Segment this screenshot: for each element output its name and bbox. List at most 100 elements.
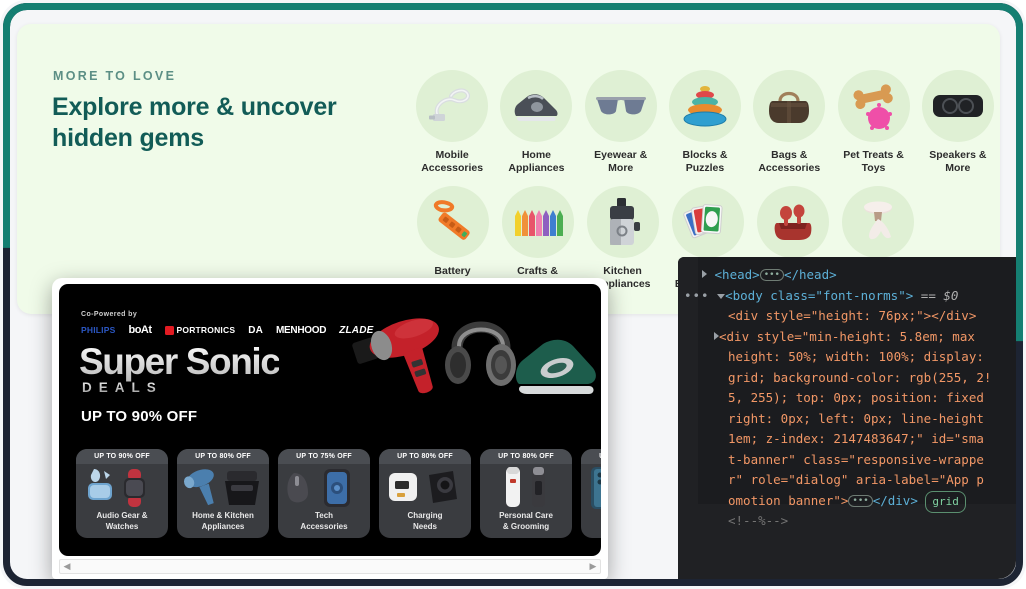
dom-line-wrap-6: 1em; z-index: 2147483647;" id="sma bbox=[678, 429, 1016, 450]
div-height-node: <div style="height: 76px;"></div> bbox=[728, 308, 977, 323]
app-promotion-banner-dialog[interactable]: Co-Powered by PHILIPS boAt PORTRONICS DA… bbox=[52, 278, 608, 579]
ellipsis-icon[interactable]: ••• bbox=[759, 269, 784, 281]
ellipsis-icon[interactable]: ••• bbox=[848, 494, 873, 507]
dom-line-wrap-7: t-banner" class="responsive-wrappe bbox=[678, 450, 1016, 471]
category-battery-extensions[interactable]: Battery Extensions bbox=[410, 186, 495, 290]
category-label: Mobile Accessories bbox=[421, 149, 484, 174]
brand-logo-menhood: MENHOOD bbox=[276, 324, 327, 336]
category-speakers-more[interactable]: Speakers & More bbox=[916, 70, 1000, 174]
deal-cards-carousel[interactable]: UP TO 90% OFF bbox=[76, 449, 601, 538]
deal-offer-badge: UP TO 80% OFF bbox=[480, 449, 572, 464]
deal-card[interactable]: UP TO 90% OFF bbox=[76, 449, 168, 538]
scroll-left-arrow-icon[interactable]: ◀ bbox=[63, 561, 71, 571]
page-surface: MORE TO LOVE Explore more & uncover hidd… bbox=[10, 10, 1016, 579]
handbag-icon bbox=[753, 70, 826, 142]
deal-label: Audio Gear & Watches bbox=[96, 511, 148, 531]
category-label: Bags & Accessories bbox=[758, 149, 821, 174]
category-blocks-puzzles[interactable]: Blocks & Puzzles bbox=[663, 70, 747, 174]
more-options-icon[interactable]: ••• bbox=[684, 287, 710, 303]
grid-badge[interactable]: grid bbox=[925, 490, 966, 513]
deal-card[interactable]: UP TO 80% OFF Charging Needs bbox=[379, 449, 471, 538]
juicer-icon bbox=[586, 186, 659, 258]
dom-line-wrap-3: grid; background-color: rgb(255, 2! bbox=[678, 368, 1016, 389]
div-banner-node-l3: grid; background-color: rgb(255, 2! bbox=[728, 369, 992, 385]
page-title: Explore more & uncover hidden gems bbox=[52, 93, 337, 152]
deal-offer-badge: UP TO 75% OFF bbox=[278, 449, 370, 464]
div-banner-node-l8: r" role="dialog" aria-label="App p bbox=[728, 472, 984, 487]
div-banner-node-l2: height: 50%; width: 100%; display: bbox=[728, 349, 984, 364]
section-eyebrow: MORE TO LOVE bbox=[53, 69, 177, 83]
brand-logo-portronics: PORTRONICS bbox=[164, 325, 236, 335]
devtools-elements-panel[interactable]: <head>•••</head> ••• <body class="font-n… bbox=[678, 257, 1016, 579]
hero-product-artwork bbox=[339, 296, 601, 416]
category-pet-treats-toys[interactable]: Pet Treats & Toys bbox=[831, 70, 915, 174]
crayons-icon bbox=[501, 186, 574, 258]
brand-logo-boat: boAt bbox=[128, 324, 152, 336]
deal-card[interactable]: UP TO 80% OFF bbox=[177, 449, 269, 538]
div-banner-node-l6: 1em; z-index: 2147483647;" id="sma bbox=[728, 431, 984, 446]
dom-line-body[interactable]: ••• <body class="font-norms"> == $0 bbox=[678, 286, 1016, 307]
div-banner-node-l1: <div style="min-height: 5.8em; max bbox=[719, 328, 975, 344]
deal-offer-badge: UP TO 80% OFF bbox=[177, 449, 269, 464]
devtools-gutter bbox=[678, 257, 698, 579]
sunglasses-icon bbox=[584, 70, 657, 142]
category-crafts-hobby[interactable]: Crafts & Hobby bbox=[495, 186, 580, 290]
deal-label: Charging Needs bbox=[407, 511, 443, 531]
clothes-iron-icon bbox=[500, 70, 573, 142]
power-strip-icon bbox=[416, 186, 489, 258]
co-powered-label: Co-Powered by bbox=[81, 311, 138, 318]
dom-line-head[interactable]: <head>•••</head> bbox=[678, 265, 1016, 286]
devtools-dom-tree: <head>•••</head> ••• <body class="font-n… bbox=[678, 265, 1016, 532]
promo-banner-content: Co-Powered by PHILIPS boAt PORTRONICS DA… bbox=[59, 284, 601, 556]
earbuds-and-smartwatch-icon bbox=[76, 465, 168, 509]
deal-label: Tech Accessories bbox=[300, 511, 348, 531]
div-banner-node-l4: 5, 255); top: 0px; position: fixed bbox=[728, 390, 984, 405]
expand-triangle-icon[interactable] bbox=[714, 331, 719, 340]
category-row-1: Mobile Accessories Home Appliances bbox=[410, 70, 1000, 174]
category-label: Kitchen Appliances bbox=[594, 265, 651, 290]
div-banner-node-l7: t-banner" class="responsive-wrappe bbox=[728, 451, 984, 467]
dom-line-wrap-8: r" role="dialog" aria-label="App p bbox=[678, 470, 1016, 491]
category-bags-accessories[interactable]: Bags & Accessories bbox=[747, 70, 831, 174]
usb-cable-icon bbox=[416, 70, 489, 142]
handheld-massager-icon bbox=[841, 186, 914, 258]
dog-bone-and-ball-icon bbox=[837, 70, 910, 142]
dom-line-wrap-5: right: 0px; left: 0px; line-height bbox=[678, 409, 1016, 430]
expand-triangle-icon[interactable] bbox=[702, 270, 707, 278]
category-label: Blocks & Puzzles bbox=[682, 149, 728, 174]
banner-discount: UP TO 90% OFF bbox=[81, 408, 198, 425]
earbuds-case-icon bbox=[756, 186, 829, 258]
deal-card[interactable]: UP TO 80% OFF bbox=[581, 449, 601, 538]
playing-cards-icon bbox=[671, 186, 744, 258]
brand-logo-row: PHILIPS boAt PORTRONICS DA MENHOOD ZLADE bbox=[81, 324, 374, 336]
category-massagers-more[interactable]: Massagers & More bbox=[835, 186, 920, 290]
deal-offer-badge: UP TO 90% OFF bbox=[76, 449, 168, 464]
dom-line-div-height[interactable]: <div style="height: 76px;"></div> bbox=[678, 306, 1016, 327]
trimmer-icon bbox=[480, 465, 572, 509]
deal-offer-badge: UP TO 80% OFF bbox=[379, 449, 471, 464]
deal-label: Home & Kitchen Appliances bbox=[192, 511, 254, 531]
category-kitchen-appliances[interactable]: Kitchen Appliances bbox=[580, 186, 665, 290]
deal-card[interactable]: UP TO 75% OFF Tech Accessories bbox=[278, 449, 370, 538]
dom-line-wrap-9: omotion banner">•••</div> grid bbox=[678, 490, 1016, 513]
category-eyewear-more[interactable]: Eyewear & More bbox=[579, 70, 663, 174]
html-comment-node: <!--%--> bbox=[728, 513, 789, 528]
portronics-square-icon bbox=[164, 325, 174, 335]
category-mobile-accessories[interactable]: Mobile Accessories bbox=[410, 70, 494, 174]
dom-line-div-banner[interactable]: <div style="min-height: 5.8em; max bbox=[678, 327, 1016, 348]
scroll-right-arrow-icon[interactable]: ▶ bbox=[589, 561, 597, 571]
charger-and-powerbank-icon bbox=[379, 465, 471, 509]
brand-logo-philips: PHILIPS bbox=[81, 325, 116, 335]
banner-title: Super Sonic bbox=[79, 341, 281, 382]
category-label: Eyewear & More bbox=[594, 149, 648, 174]
brand-logo-zlade: ZLADE bbox=[339, 324, 374, 336]
brand-logo-da: DA bbox=[248, 324, 264, 336]
stacking-rings-toy-icon bbox=[668, 70, 741, 142]
horizontal-scrollbar[interactable]: ◀ ▶ bbox=[59, 559, 601, 574]
category-label: Speakers & More bbox=[929, 149, 987, 174]
banner-subtitle: DEALS bbox=[82, 380, 163, 395]
category-home-appliances[interactable]: Home Appliances bbox=[494, 70, 578, 174]
collapse-triangle-icon[interactable] bbox=[717, 293, 726, 299]
deal-card[interactable]: UP TO 80% OFF Personal Care & bbox=[480, 449, 572, 538]
mouse-and-phone-case-icon bbox=[278, 465, 370, 509]
